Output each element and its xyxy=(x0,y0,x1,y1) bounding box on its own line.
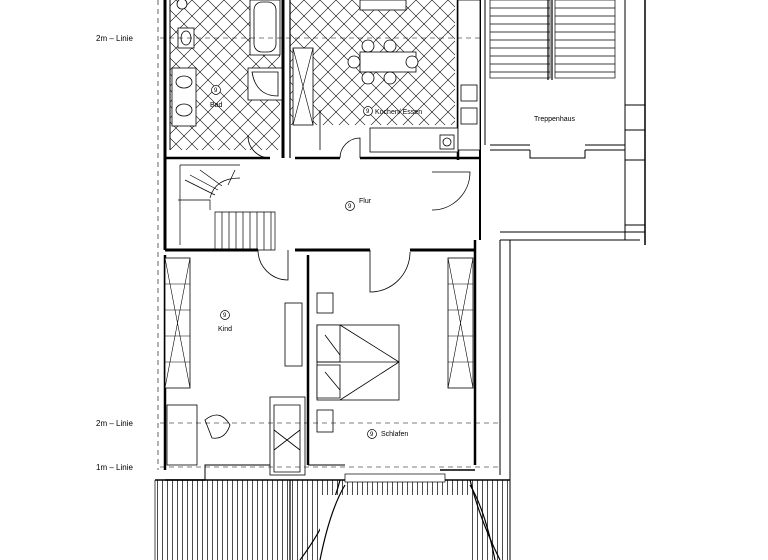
bath-fixtures xyxy=(171,0,283,127)
room-number-flur: 9 xyxy=(348,204,352,210)
hall-stairs xyxy=(178,164,276,251)
height-lines xyxy=(157,0,500,470)
room-tag-flur: 9 Flur xyxy=(345,198,372,211)
room-name-schlafen: Schlafen xyxy=(381,431,408,438)
stairwell-stairs xyxy=(489,0,616,80)
room-tag-kueche: 9 Kochen/ Essen xyxy=(363,106,422,116)
room-number-bad: 9 xyxy=(214,88,218,94)
line-2m-bottom-label: 2m – Linie xyxy=(96,419,133,428)
balcony xyxy=(154,473,511,560)
child-room-furniture xyxy=(166,396,306,476)
room-tag-schlafen: 9 Schlafen xyxy=(367,429,408,439)
room-name-treppenhaus: Treppenhaus xyxy=(534,116,575,123)
line-1m-label: 1m – Linie xyxy=(96,463,133,472)
room-name-bad: Bad xyxy=(210,102,223,109)
kitchen-fixtures xyxy=(292,0,481,153)
room-name-flur: Flur xyxy=(359,198,372,205)
room-name-kind: Kind xyxy=(218,326,232,333)
room-number-schlafen: 9 xyxy=(370,432,374,438)
line-2m-top-label: 2m – Linie xyxy=(96,34,133,43)
room-number-kind: 9 xyxy=(223,313,227,319)
room-tag-bad: 9 Bad xyxy=(210,85,223,109)
bedroom-furniture xyxy=(316,292,400,433)
room-name-kueche: Kochen/ Essen xyxy=(375,109,422,116)
built-in-wardrobes xyxy=(164,257,474,389)
room-tag-kind: 9 Kind xyxy=(218,310,232,333)
doors xyxy=(247,110,471,293)
room-number-kueche: 9 xyxy=(366,109,370,115)
